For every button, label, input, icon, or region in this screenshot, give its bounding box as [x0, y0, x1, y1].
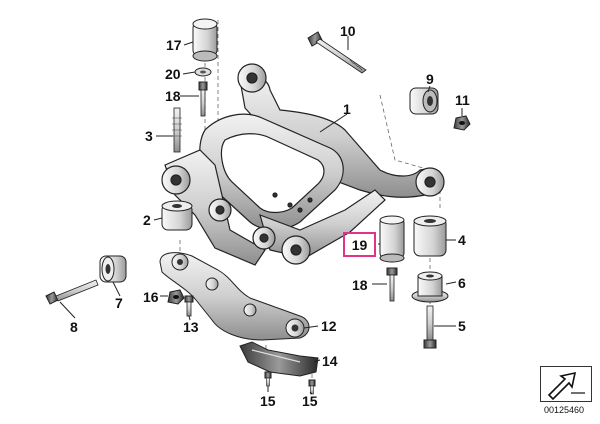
part-19-sleeve: [379, 215, 405, 263]
callout-7: 7: [115, 295, 123, 311]
part-18-bolt-upper: [198, 81, 208, 117]
part-14-shield: [239, 341, 319, 377]
arrow-nav-box[interactable]: [540, 366, 592, 402]
part-1-subframe: [161, 63, 445, 266]
part-18-bolt-lower: [386, 267, 398, 302]
callout-19-highlighted[interactable]: 19: [343, 232, 376, 257]
callout-16: 16: [143, 289, 159, 305]
callout-12: 12: [321, 318, 337, 334]
callout-6: 6: [458, 275, 466, 291]
callout-1: 1: [343, 101, 351, 117]
callout-13: 13: [183, 319, 199, 335]
callout-4: 4: [458, 232, 466, 248]
callout-14: 14: [322, 353, 338, 369]
callout-18-lower: 18: [352, 277, 368, 293]
part-15-screws: [264, 371, 316, 395]
callout-15-right: 15: [302, 393, 318, 409]
part-20-washer: [194, 67, 212, 77]
part-13-bolt: [184, 295, 194, 317]
arrow-nav-icon: [547, 371, 585, 401]
callout-20: 20: [165, 66, 181, 82]
part-16-nut: [167, 289, 185, 305]
callout-18-upper: 18: [165, 88, 181, 104]
callout-10: 10: [340, 23, 356, 39]
part-9-bushing: [409, 87, 439, 115]
part-11-nut: [453, 115, 471, 131]
callout-19: 19: [351, 236, 368, 253]
part-6-mount: [411, 271, 449, 303]
leader-lines: [59, 36, 463, 395]
callout-11: 11: [455, 92, 470, 108]
document-number: 00125460: [544, 405, 585, 415]
part-5-bolt: [423, 305, 437, 349]
callout-2: 2: [143, 212, 151, 228]
callout-9: 9: [426, 71, 434, 87]
part-7-bushing: [99, 255, 127, 283]
callout-17: 17: [166, 37, 182, 53]
part-10-bolt: [307, 31, 367, 74]
part-8-bolt: [45, 279, 99, 305]
callout-3: 3: [145, 128, 153, 144]
part-3-stud: [172, 107, 182, 153]
callout-5: 5: [458, 318, 466, 334]
part-17-mount: [192, 18, 218, 62]
callout-15-left: 15: [260, 393, 276, 409]
part-4-bushing: [413, 215, 447, 257]
callout-8: 8: [70, 319, 78, 335]
part-2-bushing: [161, 200, 193, 231]
